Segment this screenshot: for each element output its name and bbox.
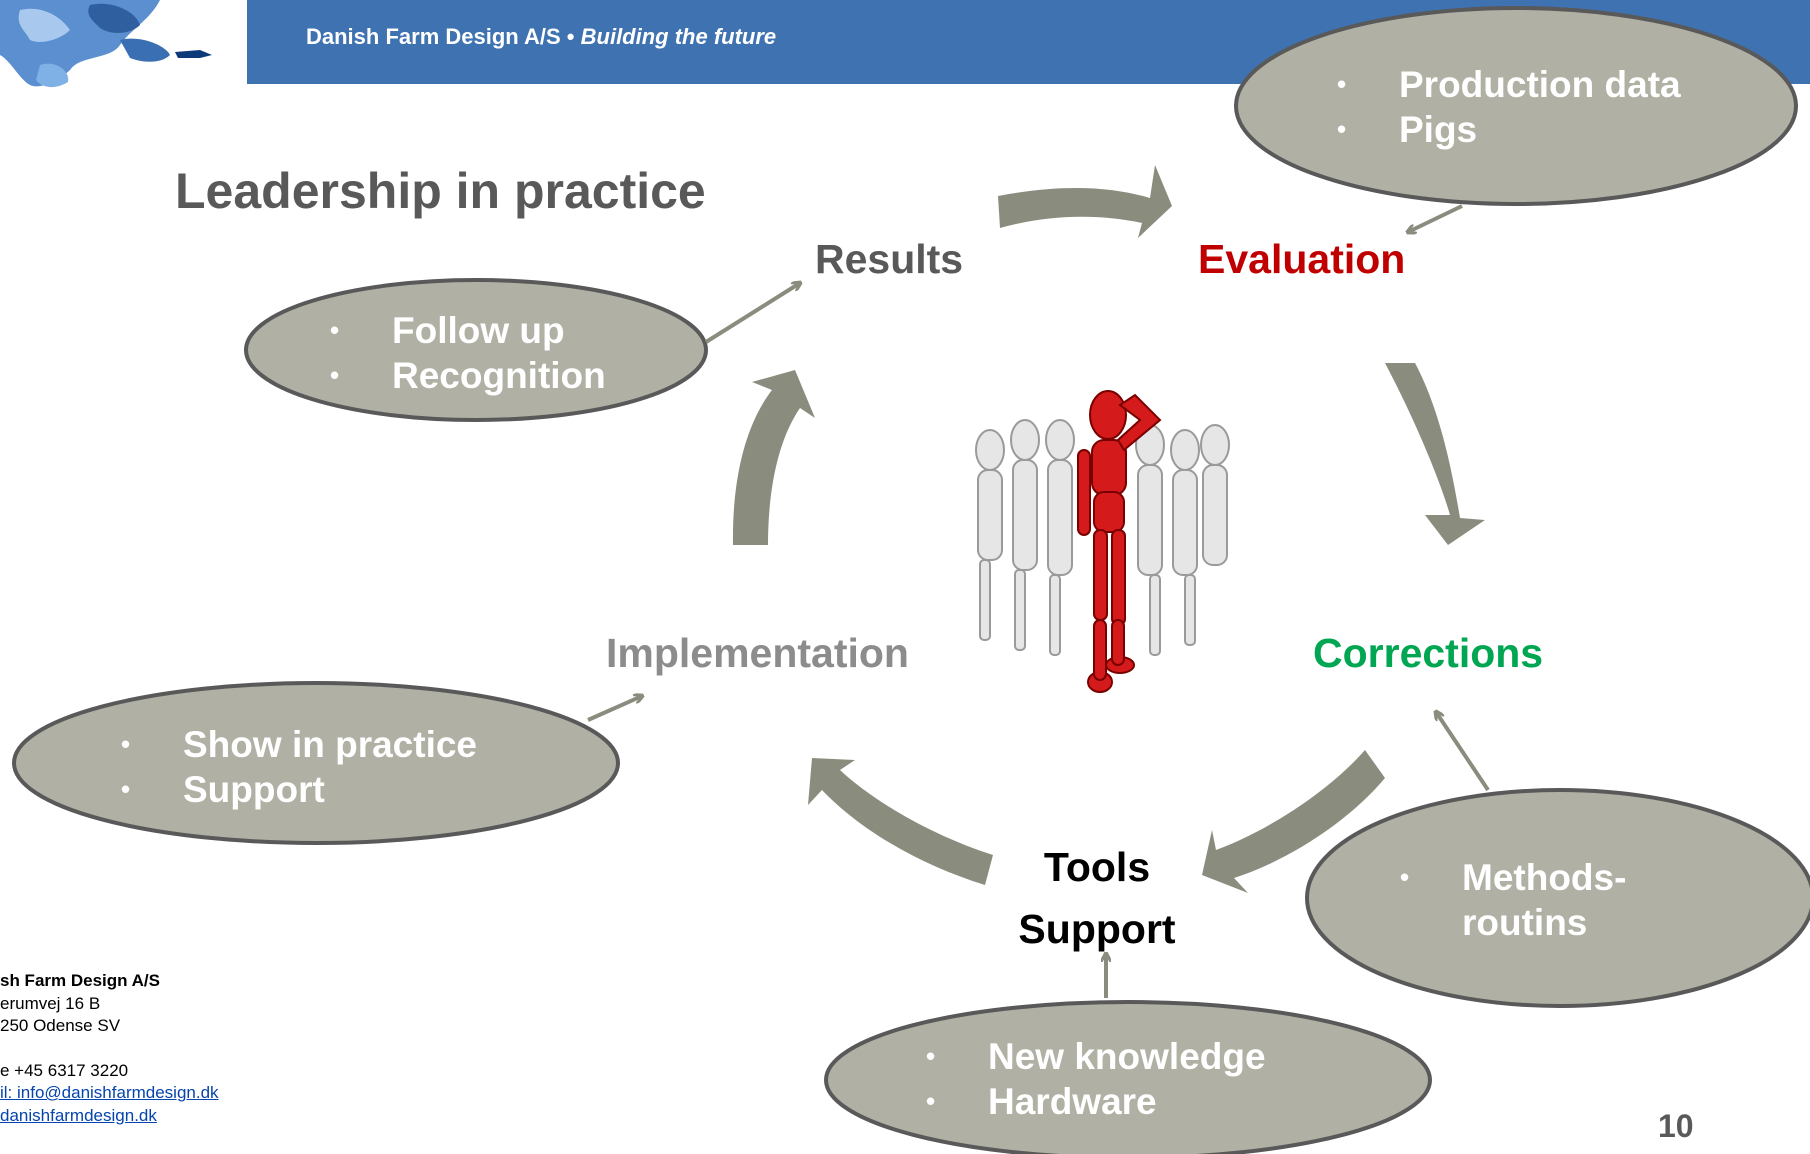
cycle-arrow-corrections-to-tools bbox=[1202, 750, 1385, 893]
header-company: Danish Farm Design A/S bbox=[306, 24, 561, 49]
puzzle-logo-icon bbox=[0, 0, 212, 88]
stage-corrections: Corrections bbox=[1313, 630, 1544, 676]
page-number: 10 bbox=[1658, 1108, 1694, 1144]
leader-figure-icon bbox=[975, 390, 1230, 693]
bullet-item: Recognition bbox=[330, 353, 606, 398]
bullet-item: Pigs bbox=[1337, 107, 1681, 152]
connector-methods-to-corrections bbox=[1436, 712, 1490, 792]
footer-street: erumvej 16 B bbox=[0, 993, 101, 1013]
cycle-arrow-tools-to-implementation bbox=[808, 758, 993, 885]
stage-tools-support: Tools Support bbox=[1016, 836, 1178, 960]
footer-web-link[interactable]: danishfarmdesign.dk bbox=[0, 1105, 157, 1125]
stage-tools: Tools bbox=[1043, 844, 1151, 890]
bullet-item: Support bbox=[121, 767, 477, 812]
slide-title: Leadership in practice bbox=[175, 163, 706, 219]
cycle-arrow-evaluation-to-corrections bbox=[1385, 363, 1485, 545]
bubble-results-list: Follow up Recognition bbox=[330, 308, 606, 398]
bullet-item: New knowledge bbox=[926, 1034, 1266, 1079]
bubble-implementation-list: Show in practice Support bbox=[121, 722, 477, 812]
cycle-arrow-implementation-to-results bbox=[732, 370, 815, 545]
bullet-item: Production data bbox=[1337, 62, 1681, 107]
footer-city: 250 Odense SV bbox=[0, 1016, 121, 1035]
footer-contact: sh Farm Design A/S erumvej 16 B 250 Oden… bbox=[0, 970, 219, 1127]
bullet-item: Hardware bbox=[926, 1079, 1266, 1124]
bubble-corrections-list: Methods- routins bbox=[1400, 855, 1626, 945]
bubble-tools-list: New knowledge Hardware bbox=[926, 1034, 1266, 1124]
header-text: Danish Farm Design A/S • Building the fu… bbox=[306, 24, 776, 50]
bullet-item: Methods- bbox=[1400, 855, 1626, 900]
header-tagline: Building the future bbox=[580, 24, 777, 49]
stage-implementation: Implementation bbox=[606, 630, 909, 676]
bullet-continuation-text: routins bbox=[1462, 902, 1588, 943]
bullet-continuation: routins bbox=[1400, 900, 1626, 945]
cycle-arrow-results-to-evaluation bbox=[998, 165, 1172, 238]
header-separator: • bbox=[560, 24, 581, 49]
footer-company: sh Farm Design A/S bbox=[0, 971, 160, 990]
connector-production-to-evaluation bbox=[1408, 204, 1463, 232]
connector-followup-to-results bbox=[704, 283, 800, 344]
connector-show-to-implementation bbox=[587, 696, 642, 722]
bubble-evaluation-list: Production data Pigs bbox=[1337, 62, 1681, 152]
stage-results: Results bbox=[815, 236, 964, 282]
footer-phone: e +45 6317 3220 bbox=[0, 1060, 129, 1080]
stage-support: Support bbox=[1018, 906, 1176, 952]
stage-evaluation: Evaluation bbox=[1198, 236, 1406, 282]
bullet-item: Show in practice bbox=[121, 722, 477, 767]
footer-spacer bbox=[0, 1038, 219, 1060]
footer-email-link[interactable]: il: info@danishfarmdesign.dk bbox=[0, 1083, 219, 1102]
bullet-item: Follow up bbox=[330, 308, 606, 353]
